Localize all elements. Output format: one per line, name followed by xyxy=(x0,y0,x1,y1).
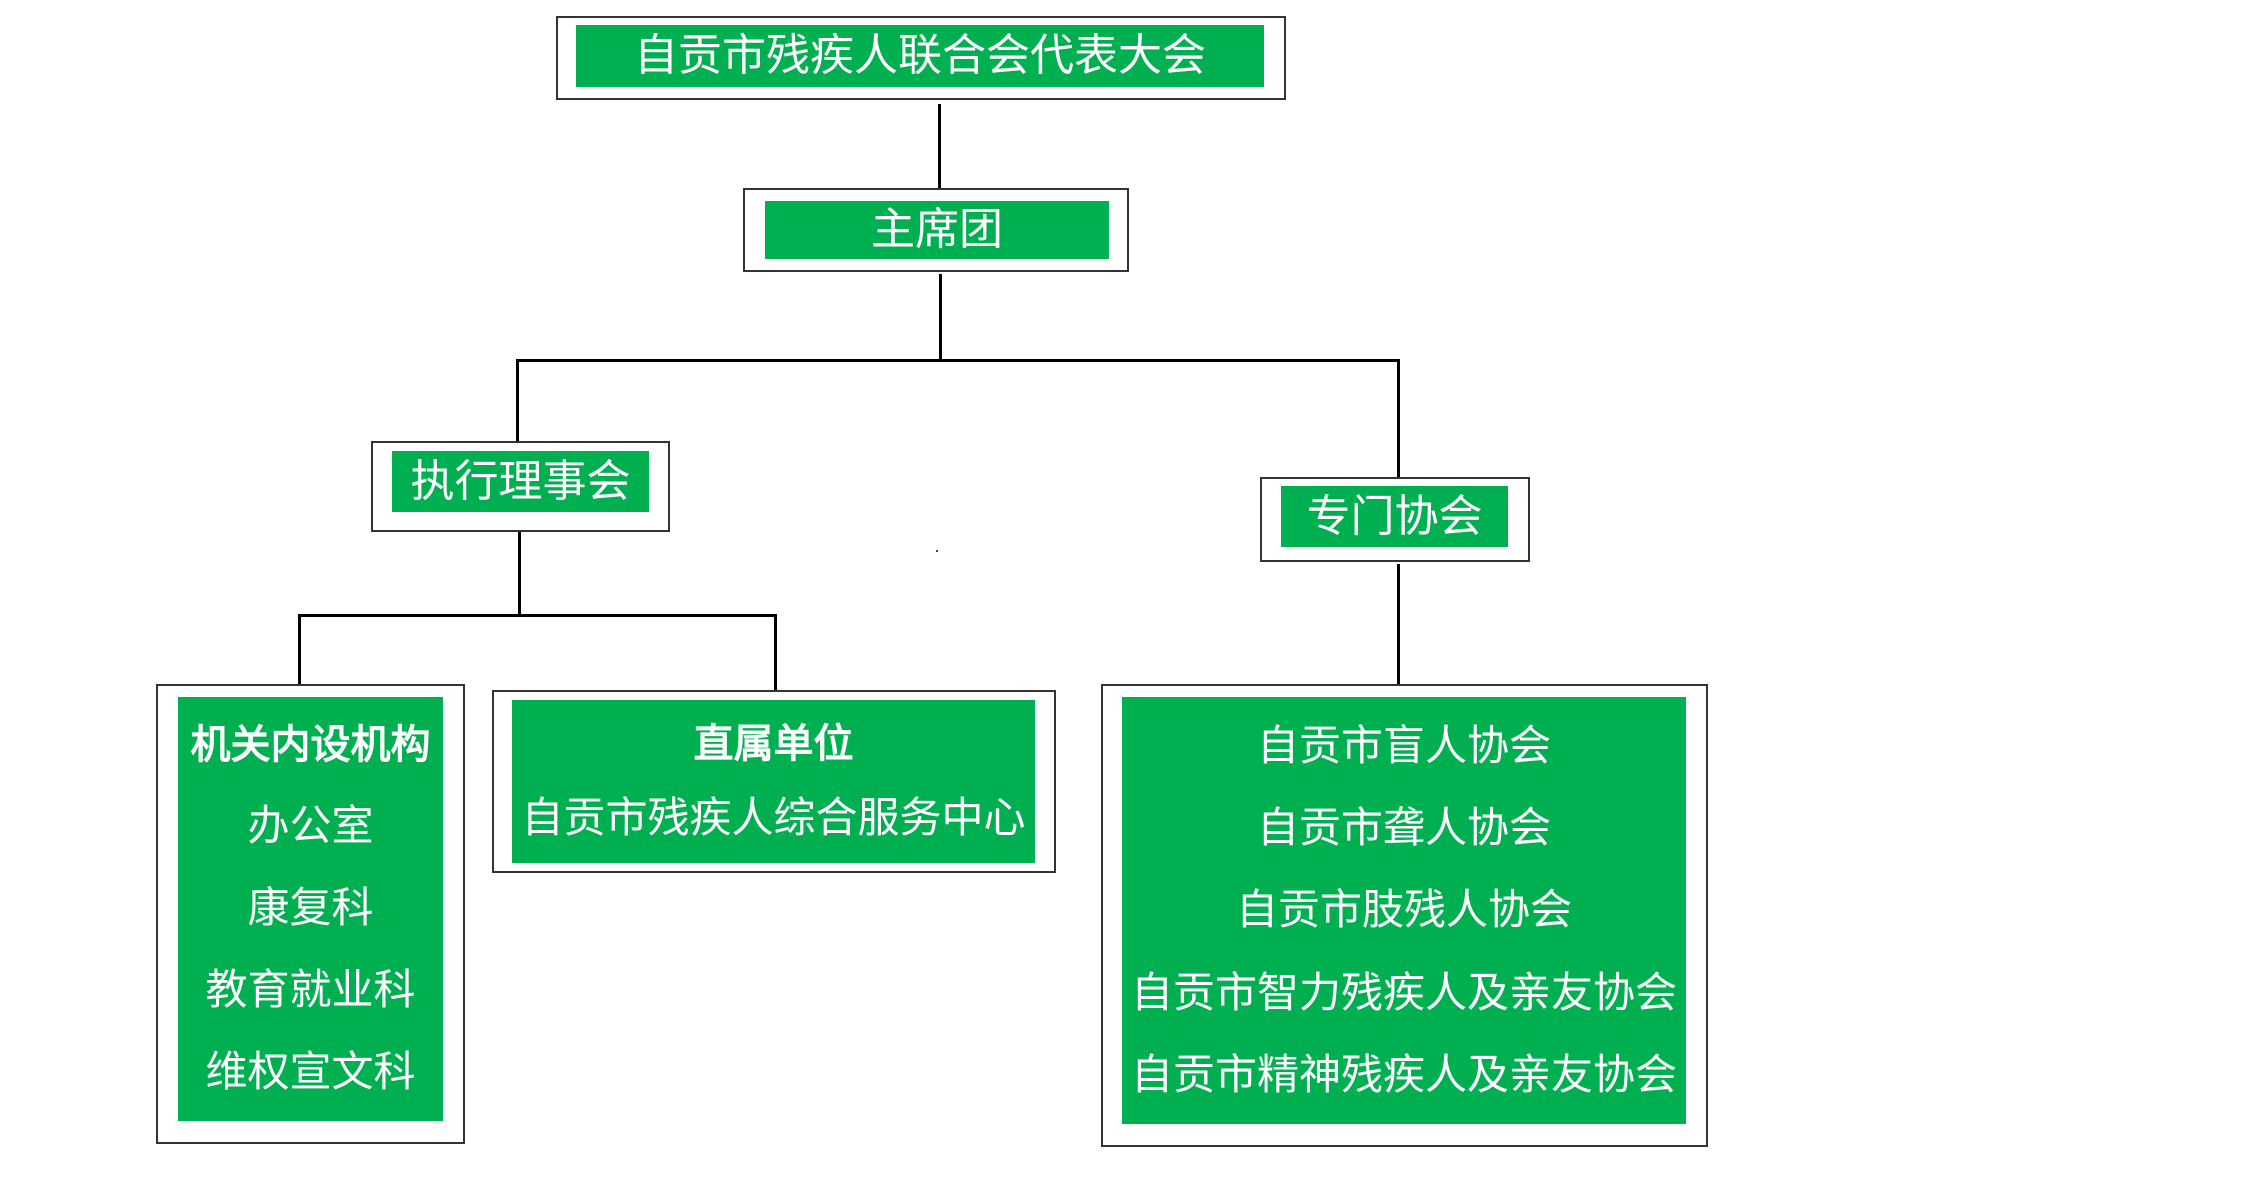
executive-council-label: 执行理事会 xyxy=(410,455,631,507)
connector-presidium-down xyxy=(939,274,942,360)
connector-special-down xyxy=(1397,564,1400,684)
stray-dot xyxy=(936,550,938,552)
internal-departments-node: 机关内设机构 办公室 康复科 教育就业科 维权宣文科 xyxy=(178,697,443,1121)
internal-department-item: 办公室 xyxy=(247,801,374,850)
presidium-node: 主席团 xyxy=(765,201,1109,259)
internal-departments-heading: 机关内设机构 xyxy=(190,721,431,768)
association-item: 自贡市盲人协会 xyxy=(1256,721,1551,771)
special-associations-node: 专门协会 xyxy=(1281,486,1508,547)
connector-level2-horizontal xyxy=(516,359,1400,362)
connector-to-special-associations xyxy=(1397,359,1400,477)
connector-level3-horizontal xyxy=(300,614,777,617)
affiliated-unit-item: 自贡市残疾人综合服务中心 xyxy=(521,792,1026,842)
presidium-node-label: 主席团 xyxy=(871,204,1003,255)
root-node: 自贡市残疾人联合会代表大会 xyxy=(576,25,1264,87)
internal-department-item: 康复科 xyxy=(247,883,374,932)
connector-executive-down xyxy=(518,532,521,616)
connector-root-presidium xyxy=(938,104,941,188)
connector-to-executive-council xyxy=(516,359,519,441)
association-item: 自贡市智力残疾人及亲友协会 xyxy=(1130,967,1677,1017)
root-node-label: 自贡市残疾人联合会代表大会 xyxy=(634,30,1206,81)
special-associations-label: 专门协会 xyxy=(1306,490,1483,542)
affiliated-units-heading: 直属单位 xyxy=(693,720,854,768)
affiliated-units-node: 直属单位 自贡市残疾人综合服务中心 xyxy=(512,700,1035,863)
association-item: 自贡市肢残人协会 xyxy=(1235,885,1572,935)
connector-to-internal-departments xyxy=(298,614,301,684)
internal-department-item: 教育就业科 xyxy=(205,965,416,1014)
association-item: 自贡市精神残疾人及亲友协会 xyxy=(1130,1049,1677,1099)
association-item: 自贡市聋人协会 xyxy=(1256,803,1551,853)
connector-to-affiliated-units xyxy=(774,614,777,690)
association-members-node: 自贡市盲人协会 自贡市聋人协会 自贡市肢残人协会 自贡市智力残疾人及亲友协会 自… xyxy=(1122,697,1686,1124)
executive-council-node: 执行理事会 xyxy=(392,451,649,512)
internal-department-item: 维权宣文科 xyxy=(205,1047,416,1096)
